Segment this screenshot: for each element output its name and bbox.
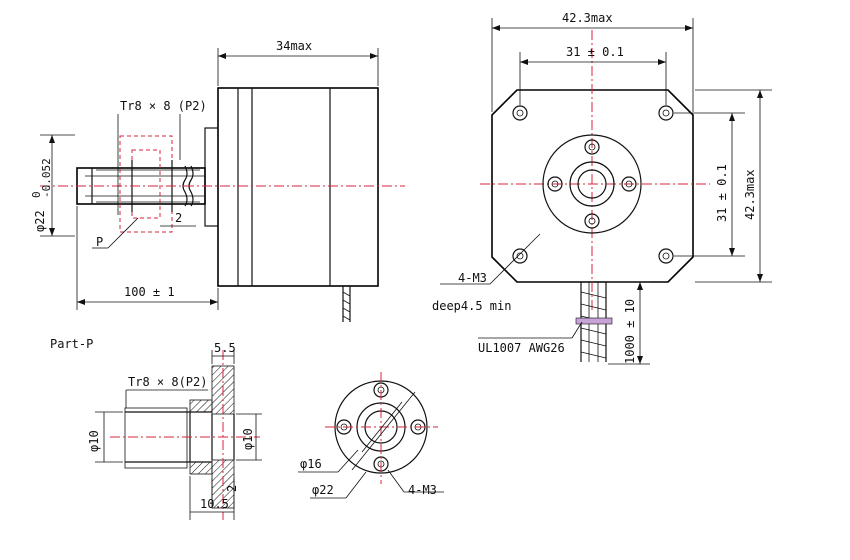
- holes-label-1: 4-M3: [458, 271, 487, 285]
- side-length-label: 34max: [276, 39, 312, 53]
- shaft-length-label: 100 ± 1: [124, 285, 175, 299]
- flange-bore: [569, 161, 615, 207]
- part-p-title: Part-P: [50, 337, 93, 351]
- inner-dia-label: φ16: [300, 457, 322, 471]
- cable-length-label: 1000 ± 10: [623, 299, 637, 364]
- dia-left-label: φ10: [87, 430, 101, 452]
- front-boss: [204, 127, 219, 227]
- flange-outer: [542, 134, 642, 234]
- part-p-length-label: 10.5: [200, 497, 229, 511]
- front-view: 42.3max 31 ± 0.1 31 ± 0.1 42.3max 4-M3 d…: [432, 11, 772, 365]
- outer-dia-label: φ22: [312, 483, 334, 497]
- hole-spacing-h-label: 31 ± 0.1: [566, 45, 624, 59]
- nut-body: [124, 407, 188, 469]
- part-p-front: φ16 φ22 4-M3: [298, 372, 444, 499]
- motor-face-outline: [491, 89, 694, 283]
- part-p-holes-label: 4-M3: [408, 483, 437, 497]
- motor-body-outline: [217, 87, 379, 287]
- width-label: 42.3max: [562, 11, 613, 25]
- part-ref-label: P: [96, 235, 103, 249]
- side-thread-label: Tr8 × 8 (P2): [120, 99, 207, 113]
- part-p-gap-label: 2: [225, 485, 239, 492]
- part-p-thread-label: Tr8 × 8(P2): [128, 375, 207, 389]
- shaft-dia-tol-upper: 0: [30, 191, 43, 198]
- hole-spacing-v-label: 31 ± 0.1: [715, 164, 729, 222]
- holes-label-2: deep4.5 min: [432, 299, 511, 313]
- nut-hatch-top: [189, 399, 213, 413]
- part-p-section: Part-P 5.5 Tr8 × 8(P2) φ10: [50, 337, 262, 520]
- nut-hatch-bottom: [189, 461, 213, 475]
- cable-label: UL1007 AWG26: [478, 341, 565, 355]
- mounting-holes: [512, 105, 674, 264]
- shaft-dia-tol-lower: -0.052: [40, 158, 53, 198]
- shaft-dia-label: φ22: [33, 210, 47, 232]
- side-gap-label: 2: [175, 211, 182, 225]
- flange-label: 5.5: [214, 341, 236, 355]
- height-label: 42.3max: [743, 169, 757, 220]
- side-view: 34max Tr8 × 8 (P2) φ22 0 -0.052 2 P 100 …: [30, 39, 405, 322]
- dia-right-label: φ10: [241, 428, 255, 450]
